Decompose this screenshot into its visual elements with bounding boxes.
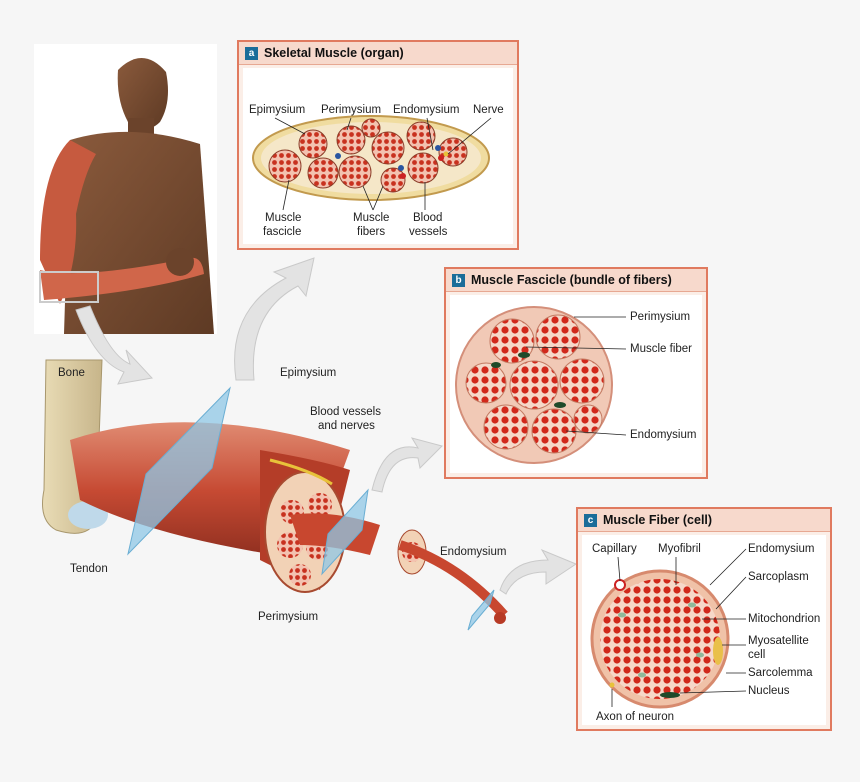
label-c-sarcolemma: Sarcolemma [748, 667, 813, 679]
label-vessels-main-1: Blood vessels [310, 406, 381, 418]
flow-arrows [75, 257, 578, 595]
label-a-endomysium: Endomysium [393, 104, 460, 116]
label-a-perimysium: Perimysium [321, 104, 382, 116]
panel-a-badge: a [245, 46, 258, 60]
label-a-fibers-1: Muscle [353, 212, 390, 224]
label-a-nerve: Nerve [473, 104, 504, 116]
fascicle-cross-section [455, 306, 627, 464]
label-epimysium-main: Epimysium [280, 367, 337, 379]
panel-muscle-fascicle: b Muscle Fascicle (bundle of fibers) Per… [444, 267, 708, 479]
label-a-fascicle-1: Muscle [265, 212, 302, 224]
label-c-myofibril: Myofibril [658, 543, 701, 555]
panel-b-title: Muscle Fascicle (bundle of fibers) [471, 273, 672, 287]
label-c-mitochondrion: Mitochondrion [748, 613, 821, 625]
label-c-myosatellite-2: cell [748, 649, 766, 661]
label-a-vessels-1: Blood [413, 212, 443, 224]
label-bone: Bone [58, 367, 85, 379]
label-a-fascicle-2: fascicle [263, 226, 302, 238]
label-c-endomysium: Endomysium [748, 543, 815, 555]
person-photo [34, 44, 217, 334]
label-c-sarcoplasm: Sarcoplasm [748, 571, 809, 583]
panel-muscle-fiber: c Muscle Fiber (cell) [576, 507, 832, 731]
panel-c-badge: c [584, 513, 597, 527]
label-vessels-main-2: and nerves [318, 420, 375, 432]
label-c-capillary: Capillary [592, 543, 637, 555]
label-b-endomysium: Endomysium [630, 429, 697, 441]
label-b-fiber: Muscle fiber [630, 343, 692, 355]
label-c-myosatellite-1: Myosatellite [748, 635, 809, 647]
label-a-fibers-2: fibers [357, 226, 386, 238]
label-tendon: Tendon [70, 563, 108, 575]
panel-skeletal-muscle: a Skeletal Muscle (organ) [237, 40, 519, 250]
label-a-epimysium: Epimysium [249, 104, 306, 116]
muscle-cross-section [252, 115, 492, 211]
label-endomysium-main: Endomysium [440, 546, 507, 558]
panel-a-title: Skeletal Muscle (organ) [264, 46, 404, 60]
panel-b-badge: b [452, 273, 465, 287]
label-a-vessels-2: vessels [409, 226, 448, 238]
label-perimysium-main: Perimysium [258, 611, 319, 623]
panel-c-title: Muscle Fiber (cell) [603, 513, 713, 527]
label-c-nucleus: Nucleus [748, 685, 790, 697]
label-c-axon: Axon of neuron [596, 711, 675, 723]
section-planes [127, 386, 495, 631]
fiber-cross-section [590, 548, 747, 709]
label-b-perimysium: Perimysium [630, 311, 691, 323]
